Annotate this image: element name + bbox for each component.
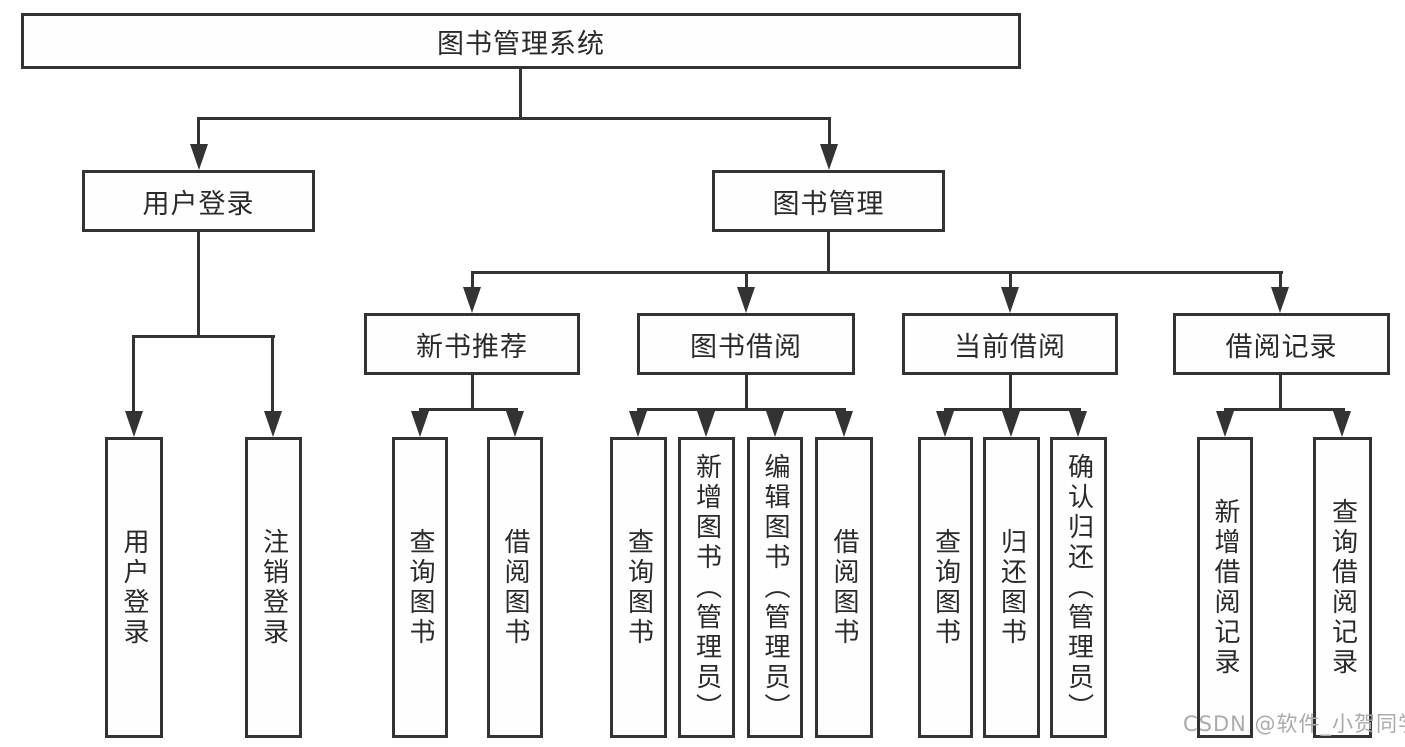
connector-line (471, 375, 474, 411)
connector-line (637, 408, 846, 411)
arrow-down-icon (1216, 411, 1234, 437)
leaf-borrow-books: 借阅图书 (815, 437, 873, 738)
connector-line (828, 117, 831, 146)
node-label: 查询图书 (930, 527, 961, 648)
node-label: 查询图书 (623, 527, 654, 648)
connector-line (745, 271, 748, 289)
leaf-confirm-return-admin: 确认归还（管理员） (1050, 437, 1107, 738)
arrow-down-icon (1333, 411, 1351, 437)
arrow-down-icon (1069, 411, 1087, 437)
connector-line (1279, 271, 1282, 289)
leaf-add-borrow-record: 新增借阅记录 (1197, 437, 1253, 738)
connector-line (271, 335, 274, 413)
arrow-down-icon (125, 411, 143, 437)
arrow-down-icon (820, 144, 838, 170)
connector-line (1224, 408, 1345, 411)
arrow-down-icon (697, 411, 715, 437)
connector-line (197, 232, 200, 338)
node-label: 新增图书（管理员） (691, 452, 722, 723)
arrow-down-icon (1001, 287, 1019, 313)
csdn-watermark: CSDN @软件_小贺同学 (1183, 712, 1405, 736)
leaf-query-borrow-record: 查询借阅记录 (1313, 437, 1372, 738)
leaf-logout: 注销登录 (245, 437, 302, 738)
leaf-query-books-recommend: 查询图书 (392, 437, 448, 738)
connector-line (519, 69, 522, 119)
node-label: 新书推荐 (416, 331, 528, 363)
arrow-down-icon (411, 411, 429, 437)
connector-line (471, 271, 1283, 274)
connector-line (944, 408, 1081, 411)
connector-line (419, 408, 518, 411)
arrow-down-icon (190, 144, 208, 170)
node-new-book-recommend: 新书推荐 (364, 313, 580, 375)
node-current-borrowing: 当前借阅 (902, 313, 1118, 375)
leaf-query-books-borrowing: 查询图书 (610, 437, 667, 738)
node-label: 确认归还（管理员） (1063, 452, 1094, 723)
connector-line (132, 335, 275, 338)
arrow-down-icon (506, 411, 524, 437)
connector-line (197, 117, 831, 120)
node-label: 用户登录 (142, 188, 255, 220)
arrow-down-icon (463, 287, 481, 313)
connector-line (132, 335, 135, 413)
leaf-user-login: 用户登录 (105, 437, 163, 738)
node-borrow-records: 借阅记录 (1173, 313, 1390, 375)
leaf-return-books: 归还图书 (983, 437, 1040, 738)
connector-line (827, 232, 830, 274)
connector-line (745, 375, 748, 411)
connector-line (471, 271, 474, 289)
node-label: 借阅图书 (829, 527, 859, 648)
arrow-down-icon (264, 411, 282, 437)
node-book-borrowing: 图书借阅 (637, 313, 855, 375)
leaf-add-books-admin: 新增图书（管理员） (678, 437, 735, 738)
node-user-login: 用户登录 (82, 170, 315, 232)
arrow-down-icon (766, 411, 784, 437)
arrow-down-icon (835, 411, 853, 437)
leaf-query-books-current: 查询图书 (918, 437, 973, 738)
node-label: 借阅记录 (1225, 331, 1338, 363)
node-label: 图书管理系统 (437, 28, 605, 60)
arrow-down-icon (1002, 411, 1020, 437)
node-label: 借阅图书 (500, 527, 530, 648)
arrow-down-icon (737, 287, 755, 313)
node-book-management: 图书管理 (712, 170, 945, 232)
node-label: 查询图书 (405, 527, 435, 648)
connector-line (197, 117, 200, 146)
connector-line (1009, 271, 1012, 289)
connector-line (1009, 373, 1012, 411)
node-label: 图书管理 (772, 188, 885, 220)
node-label: 编辑图书（管理员） (760, 452, 790, 723)
node-label: 新增借阅记录 (1210, 497, 1240, 678)
node-label: 用户登录 (119, 527, 149, 648)
leaf-edit-books-admin: 编辑图书（管理员） (747, 437, 803, 738)
connector-line (1279, 375, 1282, 411)
leaf-borrow-books-recommend: 借阅图书 (487, 437, 543, 738)
arrow-down-icon (629, 411, 647, 437)
node-label: 查询借阅记录 (1327, 497, 1358, 678)
node-label: 当前借阅 (954, 331, 1066, 363)
node-label: 图书借阅 (690, 331, 802, 363)
arrow-down-icon (1271, 287, 1289, 313)
node-label: 注销登录 (258, 527, 289, 648)
arrow-down-icon (936, 411, 954, 437)
node-label: 归还图书 (996, 527, 1027, 648)
node-library-management-system: 图书管理系统 (21, 13, 1021, 69)
